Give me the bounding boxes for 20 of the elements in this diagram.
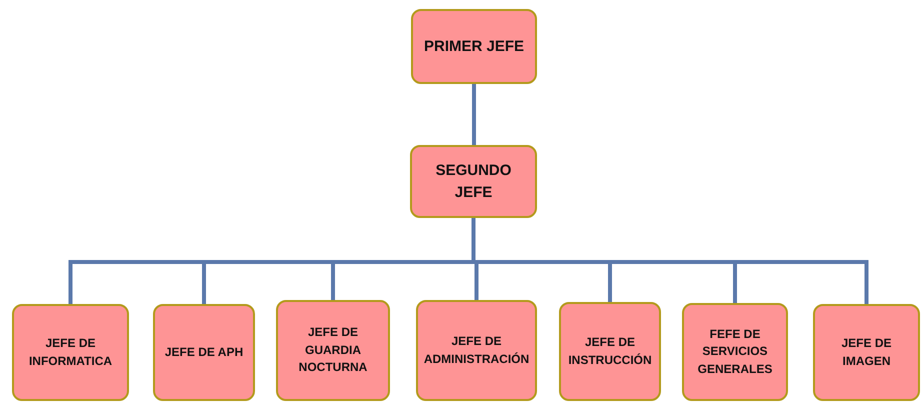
position-box	[411, 9, 537, 84]
position-title: PRIMER JEFE	[424, 36, 524, 57]
department-box	[813, 304, 920, 401]
position-title: JEFE DE APH	[164, 344, 244, 361]
position-title: JEFE DE INSTRUCCIÓN	[567, 334, 653, 368]
department-box	[416, 300, 537, 401]
department-box	[12, 304, 129, 401]
department-box	[682, 303, 788, 401]
department-box	[153, 304, 255, 401]
department-box	[559, 302, 661, 401]
position-title: JEFE DE INFORMATICA	[28, 335, 114, 370]
position-title: JEFE DE GUARDIA NOCTURNA	[298, 324, 368, 376]
connector-line	[472, 84, 476, 145]
position-title: SEGUNDO JEFE	[434, 160, 512, 202]
position-title: FEFE DE SERVICIOS GENERALES	[696, 326, 774, 378]
position-title: JEFE DE ADMINISTRACIÓN	[422, 333, 530, 368]
position-box	[410, 145, 537, 218]
connector-line	[472, 218, 868, 304]
department-box	[276, 300, 390, 401]
position-title: JEFE DE IMAGEN	[840, 335, 892, 370]
